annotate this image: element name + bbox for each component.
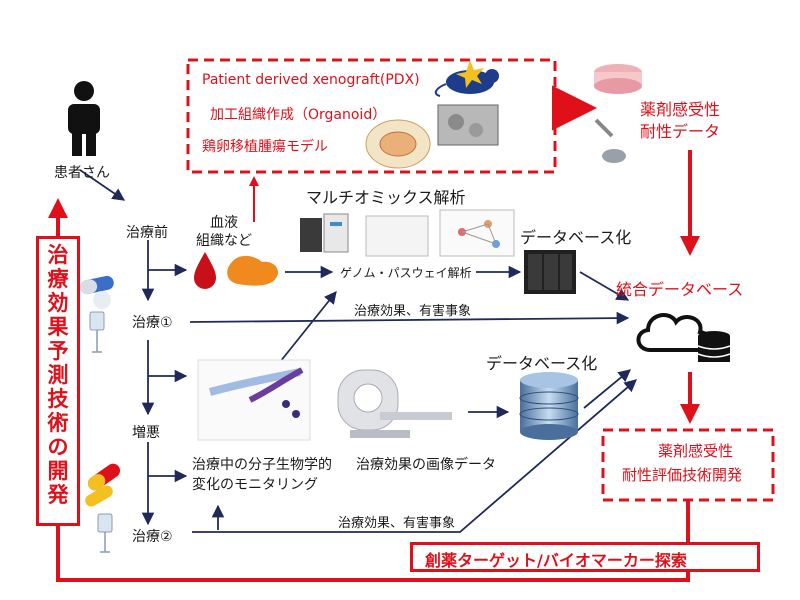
flow-arrows: [79, 169, 637, 533]
pathway-image: [439, 209, 515, 257]
egg-model-label: 鶏卵移植腫瘍モデル: [202, 139, 328, 155]
tissue-icon: [227, 255, 279, 286]
target-label: 創薬ターゲット/バイオマーカー探索: [425, 551, 687, 570]
stage-pre: 治療前: [126, 225, 168, 241]
sequencer-image: [300, 213, 349, 253]
organoid-image: [437, 104, 499, 146]
effects-label-2: 治療効果、有害事象: [338, 516, 456, 531]
stage-worse: 増悪: [132, 425, 160, 441]
pill-capsule-icon: [80, 275, 114, 309]
red-capsule-icon: [85, 463, 121, 507]
effects-label-1: 治療効果、有害事象: [354, 304, 472, 319]
prediction-box: 治療効果予測技術の開発: [36, 236, 80, 526]
organoid-label: 加工組織作成（Organoid）: [210, 107, 387, 123]
mouse-icon: [434, 60, 499, 97]
server-rack-icon: [524, 250, 576, 294]
database-cylinder-icon: [519, 372, 579, 440]
dev-box-line2: 耐性評価技術開発: [622, 466, 743, 484]
petri-dish-image: [594, 64, 642, 94]
target-box: 創薬ターゲット/バイオマーカー探索: [410, 542, 760, 572]
patient-label: 患者さん: [54, 165, 110, 181]
syringe-mouse-image: [594, 118, 626, 163]
dev-box-border: [601, 428, 775, 502]
cloud-database-icon: [636, 313, 731, 362]
multiomics-title: マルチオミックス解析: [306, 188, 466, 207]
genome-doc-image: [365, 215, 429, 257]
database-label-1: データベース化: [520, 228, 632, 247]
tissue-label: 組織など: [196, 233, 252, 249]
blood-drop-icon: [194, 252, 216, 289]
stage-t1: 治療①: [132, 315, 173, 331]
organoid-cell-1: [448, 114, 464, 130]
pdx-label: Patient derived xenograft(PDX): [202, 72, 420, 88]
monitoring-line1: 治療中の分子生物学的: [192, 457, 332, 473]
database-label-2: データベース化: [486, 354, 598, 373]
drug-data-line2: 耐性データ: [640, 122, 721, 141]
integrated-db-label: 統合データベース: [616, 280, 744, 299]
blood-label: 血液: [210, 215, 238, 231]
monitoring-line2: 変化のモニタリング: [192, 477, 318, 493]
pathway-analysis-label: ゲノム・パスウェイ解析: [340, 266, 472, 280]
organoid-cell-2: [469, 123, 483, 137]
imaging-label: 治療効果の画像データ: [356, 457, 496, 473]
patient-icon: [68, 81, 100, 156]
dev-box-line1: 薬剤感受性: [658, 442, 734, 460]
ct-scanner-image: [337, 369, 452, 438]
drug-data-line1: 薬剤感受性: [640, 100, 721, 119]
pdx-box-border: [186, 58, 557, 174]
egg-model-image: [365, 119, 431, 169]
iv-drip-icon-2: [97, 513, 113, 553]
molecular-diagram-image: [197, 359, 311, 441]
iv-drip-icon: [89, 311, 105, 353]
stage-t2: 治療②: [132, 529, 173, 545]
prediction-label: 治療効果予測技術の開発: [47, 243, 69, 507]
